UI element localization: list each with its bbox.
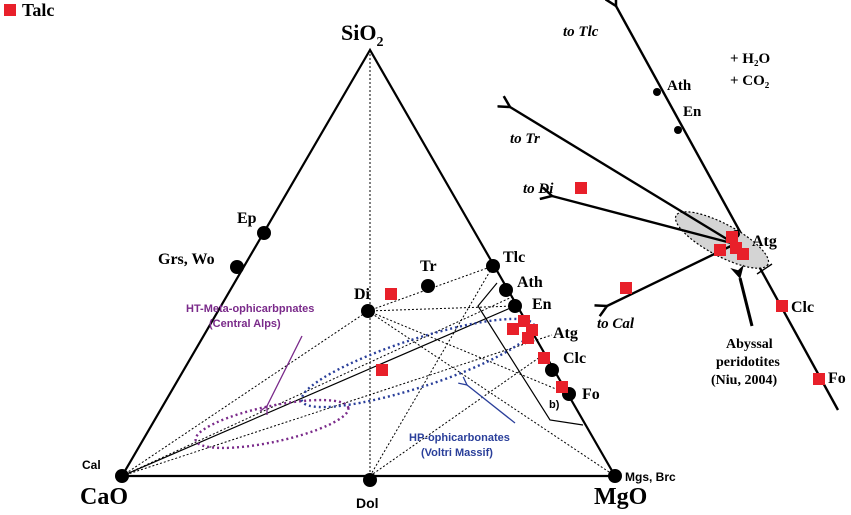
phase-points <box>115 226 622 487</box>
ath-label: Ath <box>517 274 543 291</box>
to-di-arrow <box>552 196 736 246</box>
inset-tick <box>756 263 773 275</box>
ht-subtitle: (Central Alps) <box>209 318 281 330</box>
cal-note: Cal <box>82 458 101 472</box>
en-label: En <box>532 296 552 313</box>
apex-cao-label: CaO <box>80 484 128 510</box>
co2-label: + CO₂ <box>730 73 770 89</box>
apex-sio2-label: SiO2 <box>341 20 383 50</box>
ht-arrow <box>267 335 303 406</box>
abyssal-arrow <box>730 264 754 327</box>
hp-title: HP-ophicarbonates <box>409 432 510 444</box>
inset-clc-label: Clc <box>791 299 814 316</box>
ep-label: Ep <box>237 210 257 227</box>
hp-subtitle: (Voltri Massif) <box>421 447 493 459</box>
talc-samples <box>376 288 568 393</box>
di-label: Di <box>354 286 371 303</box>
solid-lines <box>121 282 584 477</box>
clc-label: Clc <box>563 350 586 367</box>
hp-ophicarbonate-field <box>300 317 536 409</box>
ht-ophicarbonate-field <box>194 398 350 450</box>
to-di-label: to Di <box>523 181 554 197</box>
to-cal-label: to Cal <box>597 316 635 332</box>
atg-label: Atg <box>553 325 578 342</box>
b-label: b) <box>549 399 560 411</box>
to-tlc-label: to Tlc <box>563 24 599 40</box>
abyssal-line3: (Niu, 2004) <box>711 373 777 388</box>
tlc-trend-line <box>616 6 840 411</box>
hp-arrow <box>467 385 516 424</box>
h2o-label: + H₂O <box>730 51 770 67</box>
fo-label: Fo <box>582 386 600 403</box>
tr-label: Tr <box>420 258 437 275</box>
tlc-label: Tlc <box>503 249 525 266</box>
abyssal-line1: Abyssal <box>726 337 773 352</box>
apex-mgo-label: MgO <box>594 484 647 510</box>
inset-ath-label: Ath <box>667 78 692 94</box>
ht-title: HT-Meta-ophicarbpnates <box>186 303 314 315</box>
inset-diagram: to Tlc Ath En + H₂O + CO₂ to Tr to Di At… <box>510 6 846 411</box>
inset-en-label: En <box>683 104 702 120</box>
abyssal-line2: peridotites <box>716 355 780 370</box>
to-tr-label: to Tr <box>510 131 540 147</box>
tie-lines <box>121 50 616 477</box>
to-tr-arrow <box>510 107 736 246</box>
dol-label: Dol <box>356 495 379 511</box>
inset-atg-label: Atg <box>752 233 777 250</box>
mgs-brc-note: Mgs, Brc <box>625 470 676 484</box>
grs-wo-label: Grs, Wo <box>158 251 215 268</box>
inset-fo-label: Fo <box>828 370 846 387</box>
to-cal-arrow <box>607 242 736 306</box>
legend-talc-marker <box>4 4 16 16</box>
legend: Talc <box>4 0 54 20</box>
legend-talc-label: Talc <box>22 0 54 20</box>
